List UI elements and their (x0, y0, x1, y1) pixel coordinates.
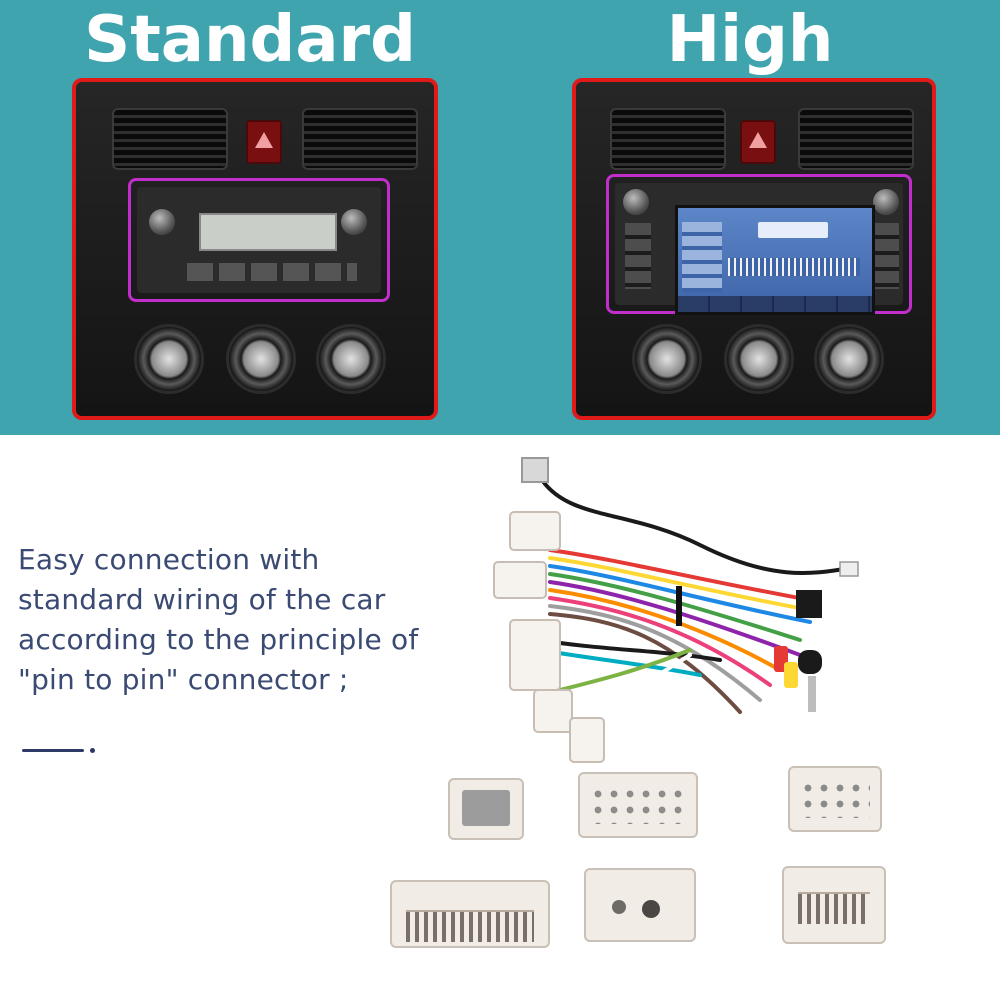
climate-knob-right (316, 324, 386, 394)
connector-multi-pin-wide (390, 880, 550, 948)
hazard-button-icon (246, 120, 282, 164)
climate-knob-left (632, 324, 702, 394)
standard-radio-outline (128, 178, 390, 302)
description-line-2: standard wiring of the car (18, 583, 386, 616)
description-line-3: according to the principle of (18, 623, 419, 656)
touchscreen-radio-unit (615, 183, 903, 315)
right-side-buttons (873, 223, 899, 289)
connector-16-pin (578, 772, 698, 838)
connector-12-pin (782, 866, 886, 944)
standard-label: Standard (84, 3, 416, 77)
air-vent-right (798, 108, 914, 170)
climate-knob-right (814, 324, 884, 394)
volume-knob-icon (149, 209, 175, 235)
tune-knob-icon (873, 189, 899, 215)
radio-screen (675, 205, 875, 315)
description-line-4: "pin to pin" connector ; (18, 663, 349, 696)
station-list (682, 222, 722, 292)
lcd-display (199, 213, 337, 251)
description-line-1: Easy connection with (18, 543, 320, 576)
decorative-line (22, 749, 84, 752)
tune-knob-icon (341, 209, 367, 235)
connector-10-pin (788, 766, 882, 832)
connector-small-square (448, 778, 524, 840)
air-vent-left (610, 108, 726, 170)
feature-description: Easy connection with standard wiring of … (18, 540, 458, 700)
left-side-buttons (625, 223, 651, 289)
high-radio-outline (606, 174, 912, 315)
screen-toolbar (678, 296, 872, 312)
frequency-readout (758, 222, 828, 238)
connector-antenna (584, 868, 696, 942)
climate-knob-left (134, 324, 204, 394)
standard-dashboard-photo (72, 78, 438, 420)
volume-knob-icon (623, 189, 649, 215)
cd-radio-unit (137, 187, 381, 293)
air-vent-left (112, 108, 228, 170)
decorative-dot (90, 748, 95, 753)
wiring-harness-illustration (493, 457, 859, 763)
wiring-harness-image (480, 450, 880, 780)
climate-knob-center (724, 324, 794, 394)
air-vent-right (302, 108, 418, 170)
climate-knob-center (226, 324, 296, 394)
high-dashboard-photo (572, 78, 936, 420)
tuning-scale (728, 258, 860, 276)
preset-buttons (187, 263, 357, 281)
hazard-button-icon (740, 120, 776, 164)
high-label: High (666, 3, 834, 77)
